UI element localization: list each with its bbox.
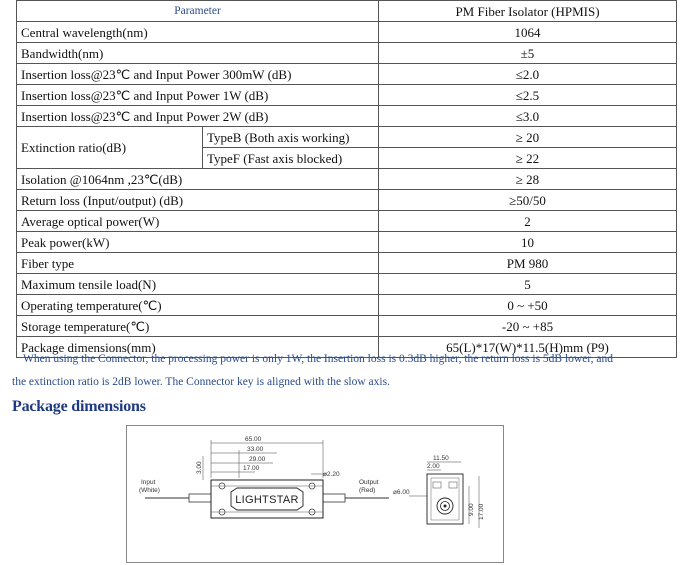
end-view-inner <box>430 477 460 521</box>
table-row: Storage temperature(℃)-20 ~ +85 <box>16 315 677 337</box>
table-row: Insertion loss@23℃ and Input Power 300mW… <box>16 63 677 85</box>
row-value: 5 <box>378 273 677 295</box>
extinction-typeb-label: TypeB (Both axis working) <box>202 126 379 148</box>
mount-hole <box>218 508 226 516</box>
table-row: Isolation @1064nm ,23℃(dB)≥ 28 <box>16 168 677 190</box>
dim-17b-label: 17.00 <box>478 503 485 520</box>
row-param: Insertion loss@23℃ and Input Power 300mW… <box>16 63 379 85</box>
table-row: Package dimensions(mm)65(L)*17(W)*11.5(H… <box>16 336 677 358</box>
connector-note-line2: the extinction ratio is 2dB lower. The C… <box>12 376 390 388</box>
row-value: 1064 <box>378 21 677 43</box>
table-row: Operating temperature(℃)0 ~ +50 <box>16 294 677 316</box>
row-value: ≤2.5 <box>378 84 677 106</box>
dim-29-label: 29.00 <box>249 456 266 463</box>
row-param: Peak power(kW) <box>16 231 379 253</box>
table-row: Maximum tensile load(N)5 <box>16 273 677 295</box>
dim-3-label: 3.00 <box>196 461 203 474</box>
row-value: 0 ~ +50 <box>378 294 677 316</box>
row-value: ≥ 28 <box>378 168 677 190</box>
table-row: Central wavelength(nm)1064 <box>16 21 677 43</box>
row-param: Return loss (Input/output) (dB) <box>16 189 379 211</box>
connector-note-line1: When using the Connector, the processing… <box>23 353 614 365</box>
extinction-typef-label: TypeF (Fast axis blocked) <box>202 147 379 169</box>
row-value: -20 ~ +85 <box>378 315 677 337</box>
extinction-typeb-value: ≥ 20 <box>378 126 677 148</box>
input-label: Input <box>141 479 156 486</box>
isolator-body <box>210 479 324 519</box>
row-param: Central wavelength(nm) <box>16 21 379 43</box>
row-param: Isolation @1064nm ,23℃(dB) <box>16 168 379 190</box>
row-value: 2 <box>378 210 677 232</box>
end-view-fiber-core <box>443 504 447 508</box>
label-plate <box>230 487 304 511</box>
input-boot <box>188 493 212 503</box>
dim-65-label: 65.00 <box>245 436 262 443</box>
row-value: PM 980 <box>378 252 677 274</box>
end-view-port-inner <box>440 501 450 511</box>
table-header-row: Parameter PM Fiber Isolator (HPMIS) <box>16 0 677 22</box>
dim-115-label: 11.50 <box>433 455 449 462</box>
dim-phi6-label: ⌀6.00 <box>393 489 410 496</box>
mount-hole <box>218 482 226 490</box>
row-value: 10 <box>378 231 677 253</box>
spec-table: Parameter PM Fiber Isolator (HPMIS) Cent… <box>16 0 677 358</box>
brand-logo: LIGHTSTAR <box>235 494 299 506</box>
row-value: 65(L)*17(W)*11.5(H)mm (P9) <box>378 336 677 358</box>
package-drawing: LIGHTSTAR 65.00 33.00 29.00 17.00 3.00 ⌀… <box>126 425 504 563</box>
dim-phi22-label: ⌀2.20 <box>323 471 340 478</box>
header-param: Parameter <box>16 0 379 22</box>
table-row: Insertion loss@23℃ and Input Power 2W (d… <box>16 105 677 127</box>
end-view-screw <box>432 481 442 489</box>
table-row: Average optical power(W)2 <box>16 210 677 232</box>
dim-2-label: 2.00 <box>427 463 440 470</box>
table-row-extinction: Extinction ratio(dB) TypeB (Both axis wo… <box>16 126 677 169</box>
table-row: Peak power(kW)10 <box>16 231 677 253</box>
extinction-typef-value: ≥ 22 <box>378 147 677 169</box>
input-color-label: (White) <box>139 487 160 494</box>
table-row: Insertion loss@23℃ and Input Power 1W (d… <box>16 84 677 106</box>
package-drawing-svg: LIGHTSTAR 65.00 33.00 29.00 17.00 3.00 ⌀… <box>139 436 485 528</box>
row-param: Storage temperature(℃) <box>16 315 379 337</box>
output-boot <box>322 493 346 503</box>
end-view-screw <box>448 481 458 489</box>
row-param: Maximum tensile load(N) <box>16 273 379 295</box>
table-row: Bandwidth(nm)±5 <box>16 42 677 64</box>
output-color-label: (Red) <box>359 487 375 494</box>
dim-17-label: 17.00 <box>243 465 260 472</box>
table-row: Return loss (Input/output) (dB)≥50/50 <box>16 189 677 211</box>
row-param: Insertion loss@23℃ and Input Power 1W (d… <box>16 84 379 106</box>
dimension-lines <box>202 440 480 528</box>
row-value: ≤2.0 <box>378 63 677 85</box>
row-param: Package dimensions(mm) <box>16 336 379 358</box>
row-param: Average optical power(W) <box>16 210 379 232</box>
row-param: Operating temperature(℃) <box>16 294 379 316</box>
extinction-param: Extinction ratio(dB) <box>16 126 203 169</box>
mount-hole <box>308 508 316 516</box>
row-param: Bandwidth(nm) <box>16 42 379 64</box>
header-value: PM Fiber Isolator (HPMIS) <box>378 0 677 22</box>
row-param: Fiber type <box>16 252 379 274</box>
mount-hole <box>308 482 316 490</box>
row-value: ≤3.0 <box>378 105 677 127</box>
package-dimensions-heading: Package dimensions <box>12 398 146 415</box>
row-value: ≥50/50 <box>378 189 677 211</box>
row-param: Insertion loss@23℃ and Input Power 2W (d… <box>16 105 379 127</box>
dim-9-label: 9.00 <box>468 503 475 516</box>
dim-33-label: 33.00 <box>247 446 264 453</box>
output-label: Output <box>359 479 379 486</box>
row-value: ±5 <box>378 42 677 64</box>
